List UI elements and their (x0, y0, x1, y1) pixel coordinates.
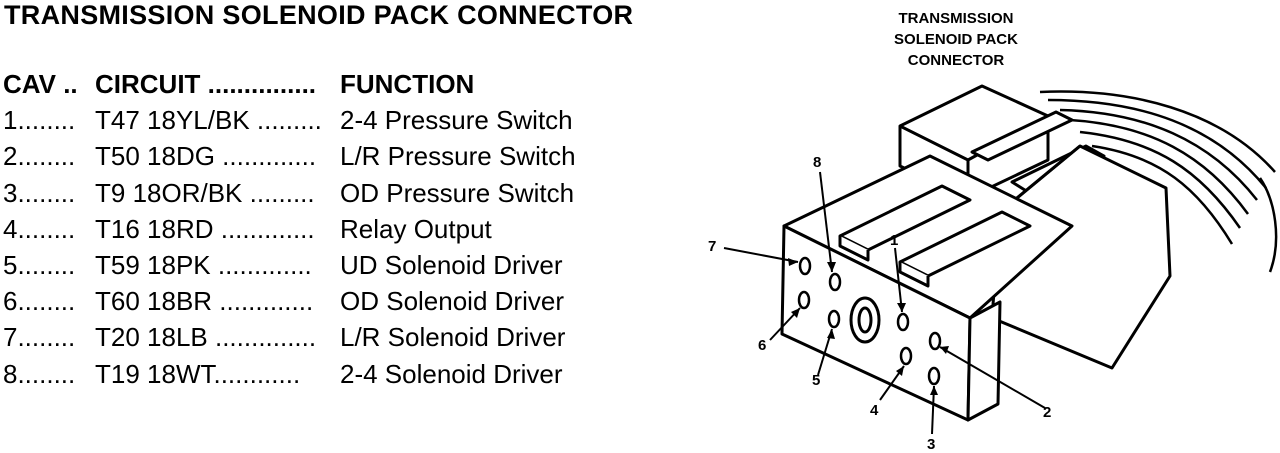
pin-label-4: 4 (870, 402, 879, 419)
row-function: 2-4 Solenoid Driver (340, 358, 563, 389)
pin-hole-4 (899, 346, 913, 366)
connector-diagram: TRANSMISSION SOLENOID PACK CONNECTOR (700, 0, 1280, 453)
pin-hole-6 (797, 290, 811, 310)
row-cav: 3........ (3, 177, 76, 208)
caption-line: SOLENOID PACK (894, 31, 1018, 48)
row-circuit: T59 18PK ............. (95, 249, 312, 280)
row-cav: 8........ (3, 358, 76, 389)
pin-label-3: 3 (927, 436, 936, 453)
pin-hole-7 (798, 256, 812, 276)
row-cav: 2........ (3, 141, 76, 172)
latch-tab (970, 110, 1074, 162)
row-cav: 7........ (3, 322, 76, 353)
pin-label-8: 8 (813, 154, 822, 171)
header-cav: CAV .. (3, 69, 78, 99)
front-side (966, 300, 1002, 422)
caption-line: CONNECTOR (907, 52, 1005, 69)
pin-hole-5 (827, 309, 841, 329)
diagram-caption: TRANSMISSION SOLENOID PACK CONNECTOR (848, 8, 1064, 71)
pin-hole-3 (927, 366, 941, 386)
connector-drawing (723, 84, 1278, 435)
row-circuit: T60 18BR ............. (95, 286, 314, 317)
row-function: OD Solenoid Driver (340, 286, 564, 317)
header-function: FUNCTION (340, 69, 475, 99)
pin-label-6: 6 (758, 337, 767, 354)
row-function: UD Solenoid Driver (340, 249, 563, 280)
row-circuit: T50 18DG ............. (95, 141, 317, 172)
row-function: Relay Output (340, 213, 492, 244)
caption-line: TRANSMISSION (898, 10, 1014, 27)
pin-label-5: 5 (812, 372, 821, 389)
row-function: L/R Solenoid Driver (340, 322, 566, 353)
row-circuit: T9 18OR/BK ......... (95, 177, 315, 208)
row-cav: 5........ (3, 249, 76, 280)
row-circuit: T47 18YL/BK ......... (95, 105, 322, 136)
page-title: TRANSMISSION SOLENOID PACK CONNECTOR (4, 0, 634, 30)
pin-hole-1 (896, 312, 910, 332)
row-cav: 4........ (3, 213, 76, 244)
header-circuit: CIRCUIT ............... (95, 69, 317, 99)
pin-hole-8 (828, 272, 842, 292)
row-circuit: T16 18RD ............. (95, 213, 315, 244)
rib (838, 184, 972, 252)
pin-hole-2 (928, 331, 942, 351)
pin-holes (797, 256, 942, 386)
row-cav: 1........ (3, 105, 76, 136)
wire-bundle (1039, 90, 1278, 273)
row-cav: 6........ (3, 286, 76, 317)
row-circuit: T19 18WT............ (95, 358, 301, 389)
row-circuit: T20 18LB .............. (95, 322, 317, 353)
row-function: 2-4 Pressure Switch (340, 105, 573, 136)
row-function: OD Pressure Switch (340, 177, 575, 208)
row-function: L/R Pressure Switch (340, 141, 576, 172)
pin-label-2: 2 (1043, 404, 1052, 421)
key-slot (849, 296, 881, 344)
leader-arrowheads (788, 258, 949, 395)
pin-label-7: 7 (708, 238, 717, 255)
pin-label-1: 1 (890, 232, 899, 249)
